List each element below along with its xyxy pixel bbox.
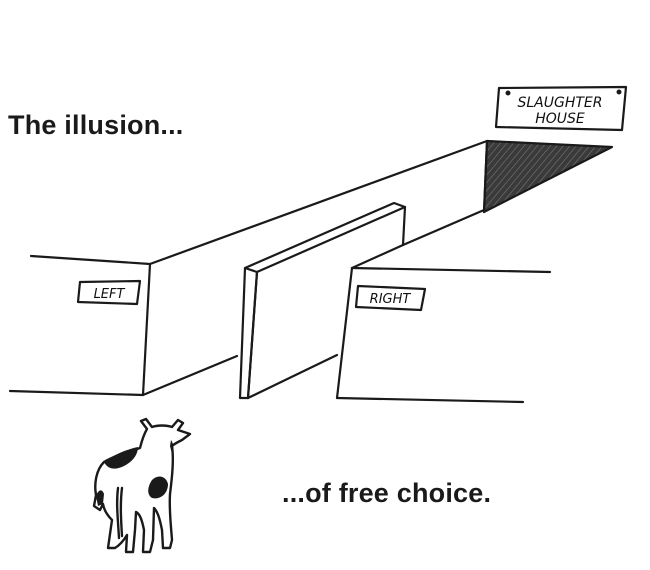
- left-sign-text: LEFT: [94, 287, 126, 302]
- caption-of-free-choice: ...of free choice.: [282, 478, 492, 508]
- corridor-far-edge: [482, 139, 489, 214]
- cow-icon: [92, 417, 192, 554]
- left-wall: [8, 254, 239, 397]
- right-sign-text: RIGHT: [370, 292, 412, 307]
- right-sign: RIGHT: [354, 284, 427, 312]
- caption-the-illusion: The illusion...: [8, 110, 184, 140]
- right-wall: [335, 208, 552, 404]
- divider-wall: [238, 201, 407, 400]
- left-wall-top-ridge: [148, 139, 489, 266]
- sign-house-text: HOUSE: [535, 111, 585, 127]
- sign-slaughter-text: SLAUGHTER: [517, 95, 602, 111]
- slaughter-house-sign: SLAUGHTER HOUSE: [494, 85, 628, 132]
- left-sign: LEFT: [76, 279, 142, 306]
- corridor-end-shadow: [482, 139, 614, 214]
